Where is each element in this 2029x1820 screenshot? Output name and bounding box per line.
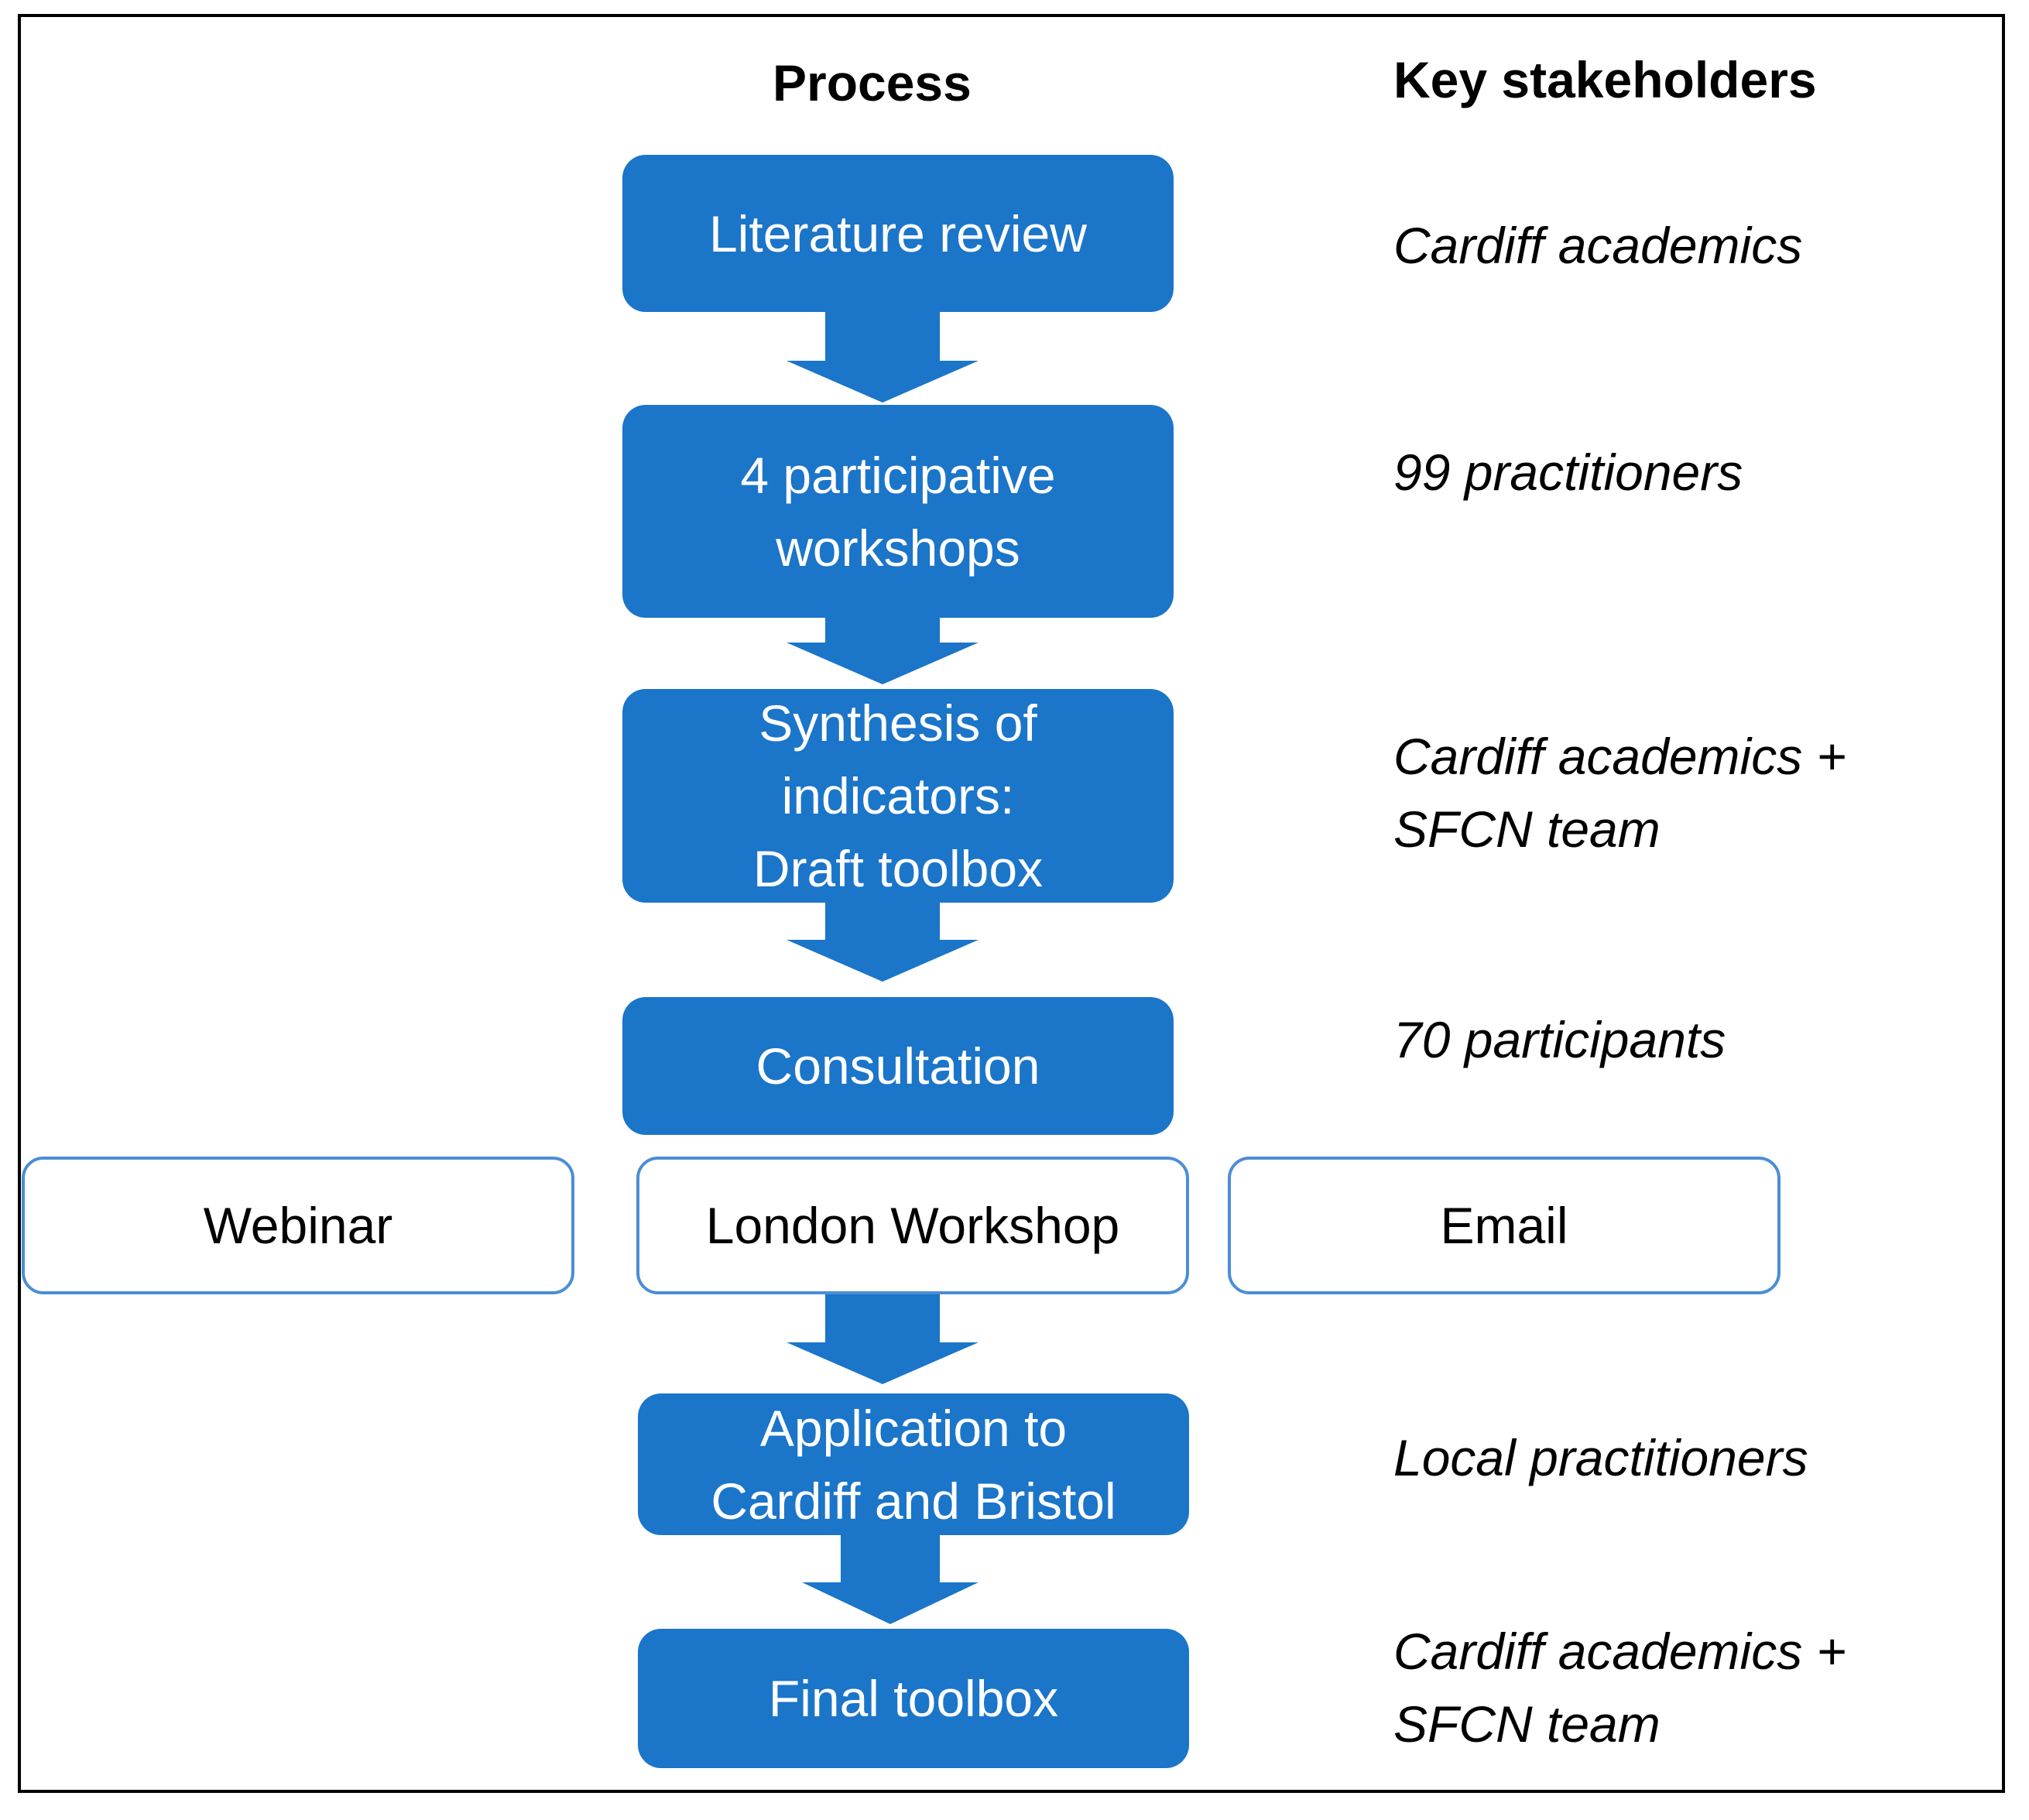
arrow-4 bbox=[787, 1294, 979, 1384]
step-application: Application to Cardiff and Bristol bbox=[638, 1393, 1189, 1535]
arrow-2 bbox=[787, 615, 979, 684]
step-final-toolbox: Final toolbox bbox=[638, 1629, 1189, 1768]
step-synthesis-of-indicators: Synthesis of indicators: Draft toolbox bbox=[622, 689, 1174, 903]
stakeholders-header: Key stakeholders bbox=[1393, 51, 1817, 108]
figure-frame bbox=[18, 14, 2005, 1793]
arrow-5 bbox=[802, 1535, 979, 1624]
channel-email: Email bbox=[1228, 1157, 1781, 1294]
channel-london-workshop: London Workshop bbox=[636, 1157, 1189, 1294]
stakeholders-consultation: 70 participants bbox=[1393, 1011, 1726, 1068]
process-header: Process bbox=[773, 54, 972, 111]
arrow-1 bbox=[787, 310, 979, 403]
arrow-3 bbox=[787, 900, 979, 982]
stakeholders-synthesis: Cardiff academics + SFCN team bbox=[1393, 728, 1847, 858]
stakeholders-literature-review: Cardiff academics bbox=[1393, 217, 1803, 274]
stakeholders-application: Local practitioners bbox=[1393, 1429, 1808, 1486]
channel-webinar: Webinar bbox=[22, 1157, 574, 1294]
stakeholders-final-toolbox: Cardiff academics + SFCN team bbox=[1393, 1623, 1847, 1753]
step-consultation: Consultation bbox=[622, 997, 1174, 1135]
stakeholders-workshops: 99 practitioners bbox=[1393, 444, 1743, 501]
step-literature-review: Literature review bbox=[622, 155, 1174, 312]
step-participative-workshops: 4 participative workshops bbox=[622, 405, 1174, 618]
